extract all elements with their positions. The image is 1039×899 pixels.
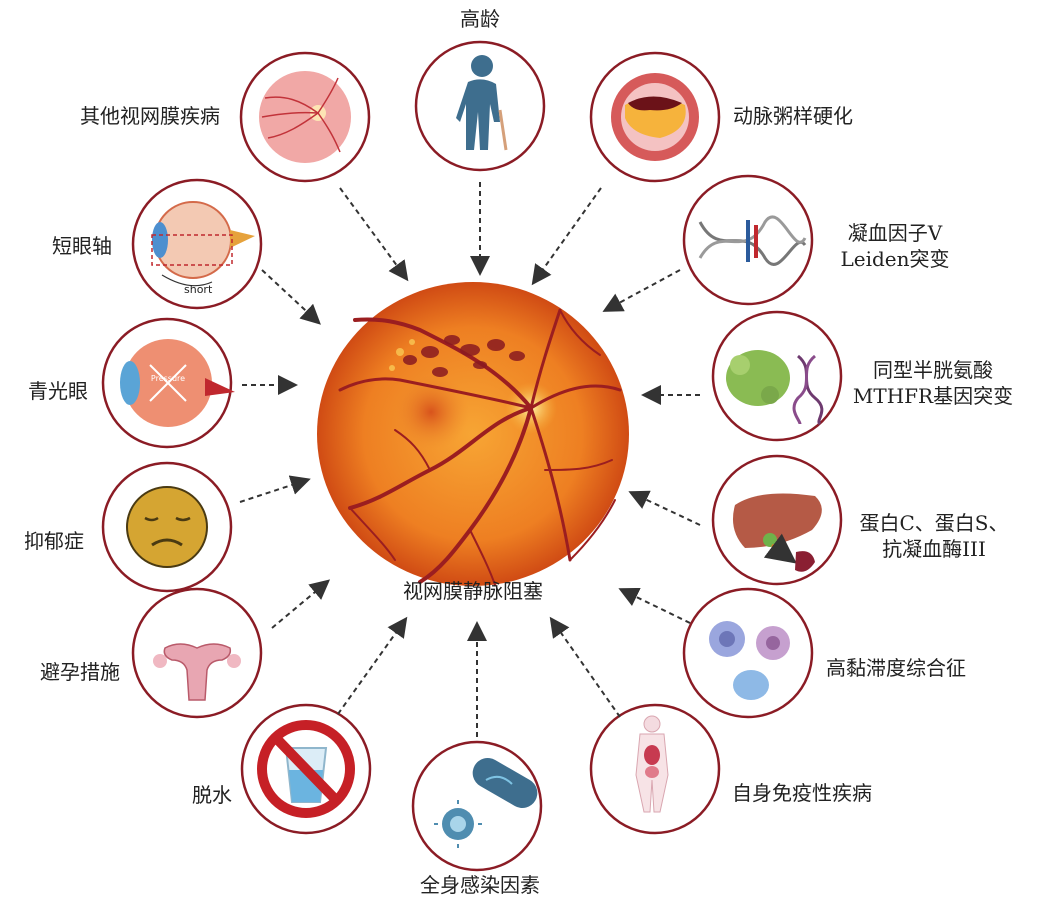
label-atherosclerosis: 动脉粥样硬化: [733, 103, 853, 129]
label-short-axis: 短眼轴: [52, 233, 112, 259]
arrow-autoimmune: [552, 620, 620, 717]
fundus-image: [317, 282, 629, 586]
arrow-dehydration: [338, 620, 405, 714]
label-other-retina: 其他视网膜疾病: [80, 103, 220, 129]
pressure-caption: Pressure: [151, 374, 185, 383]
arrow-proteins: [632, 493, 700, 525]
arrow-hyperviscosity: [622, 590, 690, 623]
label-autoimmune: 自身免疫性疾病: [732, 780, 872, 806]
arrow-other-retina: [340, 188, 406, 278]
arrow-contraception: [272, 582, 327, 628]
arrow-short-axis: [262, 270, 318, 322]
label-proteins: 蛋白C、蛋白S、 抗凝血酶III: [859, 510, 1008, 562]
sad-face-icon: [127, 487, 207, 567]
label-hyperviscosity: 高黏滞度综合征: [826, 655, 966, 681]
label-dehydration: 脱水: [192, 782, 232, 808]
label-depression: 抑郁症: [24, 528, 84, 554]
label-factor-v: 凝血因子V Leiden突变: [840, 220, 949, 272]
label-age: 高龄: [460, 6, 500, 32]
arrow-factor-v: [606, 270, 680, 310]
label-mthfr: 同型半胱氨酸 MTHFR基因突变: [853, 357, 1013, 409]
retina-icon: [259, 71, 351, 163]
short-caption: short: [184, 283, 213, 296]
label-infection: 全身感染因素: [420, 872, 540, 898]
arrow-atherosclerosis: [534, 188, 601, 282]
label-contraception: 避孕措施: [40, 659, 120, 685]
label-glaucoma: 青光眼: [28, 378, 88, 404]
arrow-depression: [240, 480, 307, 502]
center-label: 视网膜静脉阻塞: [403, 578, 543, 604]
artery-plaque-icon: [611, 73, 699, 161]
